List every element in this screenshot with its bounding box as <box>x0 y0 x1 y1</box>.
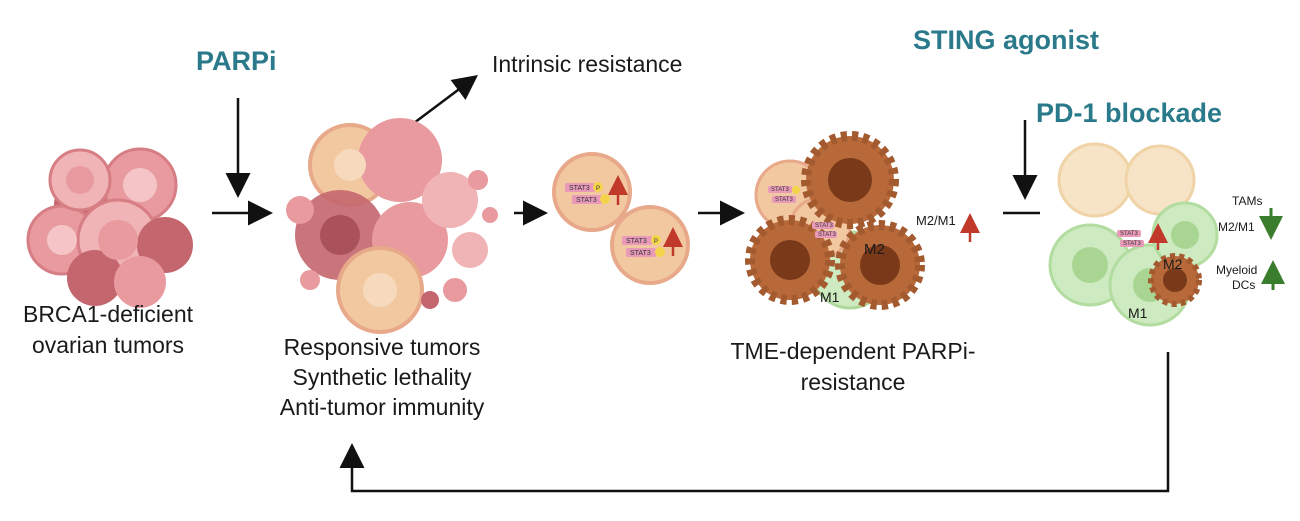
stat3-label-c: STAT3 <box>626 238 647 245</box>
stat3-label-g: STAT3 <box>815 223 833 229</box>
stat3-label-a: STAT3 <box>569 185 590 192</box>
stat3-cell-pair <box>552 152 690 285</box>
m2m1-label-treated: M2/M1 <box>1218 220 1255 234</box>
sting-agonist-label: STING agonist <box>913 25 1100 55</box>
stat3-label-b: STAT3 <box>576 197 597 204</box>
m1-label: M1 <box>820 289 840 305</box>
tme-label-line1: TME-dependent PARPi- <box>730 338 976 364</box>
m2-label: M2 <box>864 241 885 258</box>
p-label-a: P <box>596 186 600 192</box>
m2-label-treated: M2 <box>1163 256 1183 272</box>
responsive-label-line3: Anti-tumor immunity <box>279 394 485 420</box>
p-label-b: P <box>654 239 658 245</box>
m1-label-treated: M1 <box>1128 305 1148 321</box>
tumor-label-line1: BRCA1-deficient <box>22 301 194 327</box>
intrinsic-resistance-arrow <box>409 75 478 127</box>
parpi-label: PARPi <box>196 46 277 76</box>
feedback-loop-arrow <box>339 352 1170 493</box>
m2m1-label: M2/M1 <box>916 213 956 228</box>
tams-label: TAMs <box>1232 194 1262 208</box>
stat3-label-h: STAT3 <box>818 232 836 238</box>
stat3-label-i: STAT3 <box>1120 231 1138 237</box>
tme-macrophage-cluster <box>745 131 925 310</box>
brca1-tumor-cluster <box>26 147 193 308</box>
myeloid-label: Myeloid <box>1216 263 1257 277</box>
treated-tumor-cluster <box>1048 142 1219 327</box>
responsive-label-line1: Responsive tumors <box>283 334 481 360</box>
tme-label-line2: resistance <box>800 369 906 395</box>
responsive-tumor-cluster <box>286 118 498 334</box>
stat3-label-f: STAT3 <box>775 197 793 203</box>
dcs-label: DCs <box>1232 278 1255 292</box>
responsive-label-line2: Synthetic lethality <box>292 364 472 390</box>
intrinsic-resistance-label: Intrinsic resistance <box>492 51 683 77</box>
stat3-label-j: STAT3 <box>1123 241 1141 247</box>
stat3-label-d: STAT3 <box>630 250 651 257</box>
pd1-blockade-label: PD-1 blockade <box>1036 98 1223 128</box>
stat3-label-e: STAT3 <box>771 187 789 193</box>
tumor-label-line2: ovarian tumors <box>31 332 185 358</box>
